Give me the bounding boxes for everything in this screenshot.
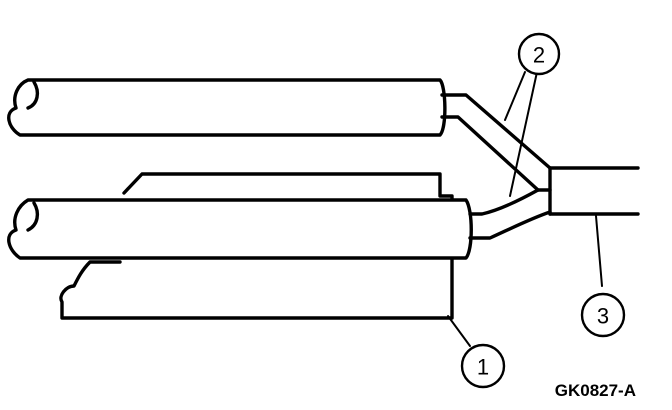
lower-wire	[7, 198, 473, 260]
spliced-conductor	[536, 166, 640, 216]
upper-conductor	[440, 93, 552, 192]
callout-3: 3	[580, 292, 626, 338]
callout-2-label: 2	[533, 43, 545, 68]
callout-2: 2	[517, 32, 561, 76]
callout-3-label: 3	[597, 304, 609, 329]
leader-lines	[447, 71, 603, 347]
callout-1: 1	[460, 343, 506, 389]
figure-code: GK0827-A	[555, 381, 636, 400]
upper-wire	[7, 78, 447, 137]
lower-conductor	[468, 188, 552, 240]
callout-1-label: 1	[477, 355, 489, 380]
